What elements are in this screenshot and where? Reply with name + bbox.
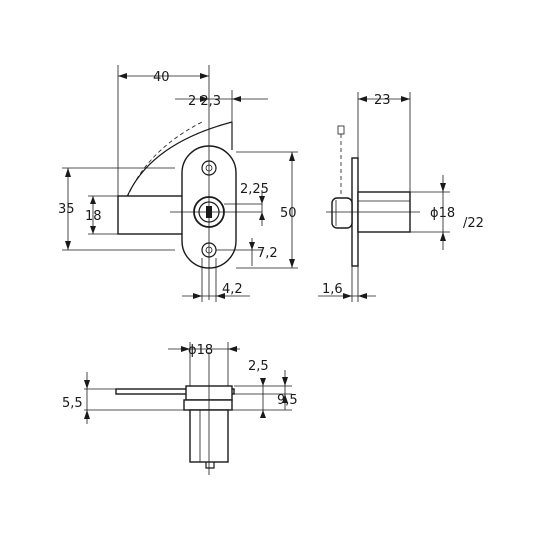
side-bolt-tip bbox=[337, 125, 345, 135]
dim-2-25-label: 2,25 bbox=[240, 182, 269, 197]
dim-d22-label: /22 bbox=[463, 216, 484, 231]
top-collar bbox=[183, 399, 233, 411]
front-view-dimensions: 40 2 2,3 35 18 50 2,25 bbox=[58, 65, 298, 302]
dim-1-6-label: 1,6 bbox=[322, 282, 343, 297]
dim-40-label: 40 bbox=[153, 70, 170, 85]
dim-35-label: 35 bbox=[58, 202, 75, 217]
front-view bbox=[117, 121, 262, 300]
dim-50-label: 50 bbox=[280, 206, 297, 221]
dim-23-label: 23 bbox=[374, 93, 391, 108]
dim-22-3-label: 2 2,3 bbox=[188, 94, 221, 109]
dim-7-2-label: 7,2 bbox=[257, 246, 278, 261]
side-latch-block bbox=[331, 197, 353, 229]
side-view-dimensions: 23 ϕ18 /22 1,6 bbox=[318, 92, 484, 302]
top-view bbox=[115, 352, 235, 475]
dim-18-label: 18 bbox=[85, 209, 102, 224]
top-plate bbox=[115, 388, 235, 395]
dim-5-5-label: 5,5 bbox=[62, 396, 83, 411]
dim-4-2-label: 4,2 bbox=[222, 282, 243, 297]
side-view bbox=[326, 125, 420, 267]
top-cylinder-tip bbox=[205, 462, 215, 469]
dim-2-5-label: 2,5 bbox=[248, 359, 269, 374]
dim-top-d18-label: ϕ18 bbox=[188, 343, 213, 358]
dim-9-5-label: 9,5 bbox=[277, 393, 298, 408]
top-view-dimensions: ϕ18 2,5 9,5 5,5 bbox=[62, 342, 298, 424]
latch-bar bbox=[117, 195, 191, 235]
dim-d18-label: ϕ18 bbox=[430, 206, 455, 221]
